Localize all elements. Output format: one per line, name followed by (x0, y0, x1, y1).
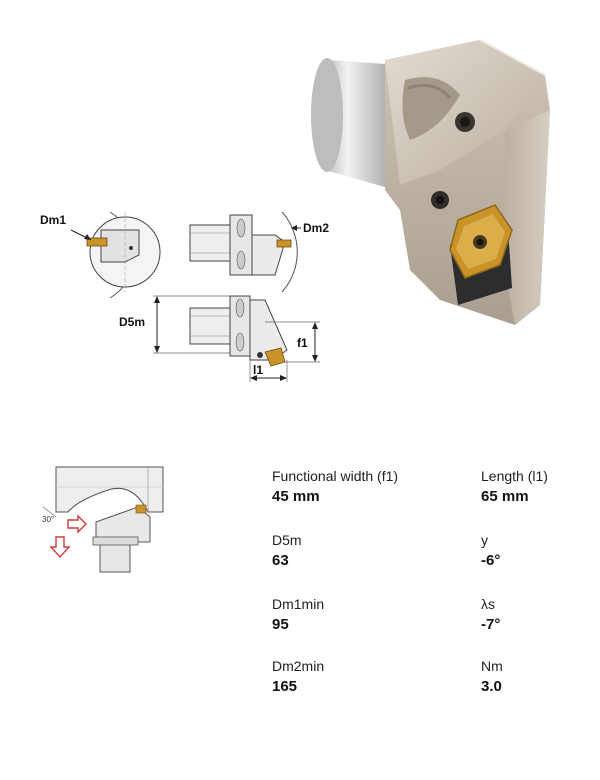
bottom-view (189, 295, 288, 367)
spec-value: 63 (272, 552, 289, 569)
d5m-label: D5m (119, 315, 145, 329)
dm2-label: Dm2 (303, 221, 329, 235)
spec-value: 3.0 (481, 678, 502, 695)
spec-label: Dm2min (272, 658, 325, 674)
side-view (189, 211, 298, 293)
spec-label: Nm (481, 658, 503, 674)
spec-value: -6° (481, 552, 501, 569)
spec-label: y (481, 532, 488, 548)
front-view (86, 211, 161, 299)
f1-label: f1 (297, 336, 308, 350)
l1-label: l1 (253, 363, 263, 377)
spec-value: 65 mm (481, 488, 529, 505)
spec-label: λs (481, 596, 495, 612)
spec-label: Functional width (f1) (272, 468, 399, 484)
machining-diagram: 30° (42, 466, 164, 573)
spec-value: -7° (481, 616, 501, 633)
spec-label: Length (l1) (481, 468, 548, 484)
product-image (311, 39, 550, 325)
spec-label: Dm1min (272, 596, 325, 612)
feed-arrow-right-icon (67, 514, 87, 534)
spec-label: D5m (272, 532, 302, 548)
spec-value: 45 mm (272, 488, 320, 505)
dm1-label: Dm1 (40, 213, 66, 227)
angle-label: 30° (42, 515, 54, 524)
technical-drawing: Dm1 Dm2 D5m f1 l (40, 211, 329, 382)
spec-value: 95 (272, 616, 289, 633)
spec-value: 165 (272, 678, 298, 695)
feed-arrow-down-icon (49, 536, 71, 559)
